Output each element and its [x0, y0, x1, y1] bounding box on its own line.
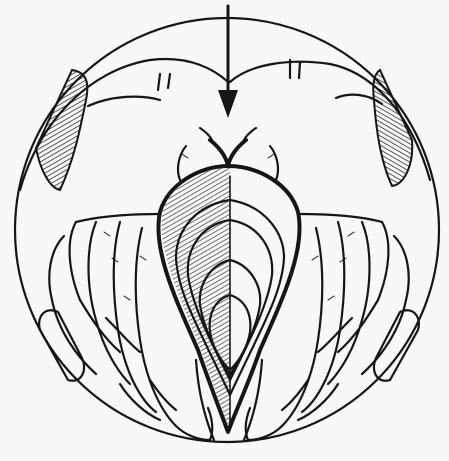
right-lobes [282, 222, 409, 426]
left-connector [76, 214, 160, 222]
left-lobes [49, 222, 176, 426]
right-ring-middle [230, 220, 272, 380]
right-connector [298, 214, 382, 222]
right-shaded-region [373, 70, 412, 186]
central-hatched-layers [162, 166, 230, 432]
right-side-branch [270, 146, 278, 180]
branch-tips [200, 128, 256, 140]
left-side-branch [178, 146, 186, 180]
left-shaded-region [36, 70, 87, 190]
central-branch-y [210, 140, 246, 166]
left-tick-marks [158, 74, 170, 90]
arrow-down-icon [218, 90, 238, 118]
left-digit-capsule [39, 310, 84, 381]
right-digit-capsule [374, 310, 419, 381]
left-inner-arc [88, 97, 160, 106]
